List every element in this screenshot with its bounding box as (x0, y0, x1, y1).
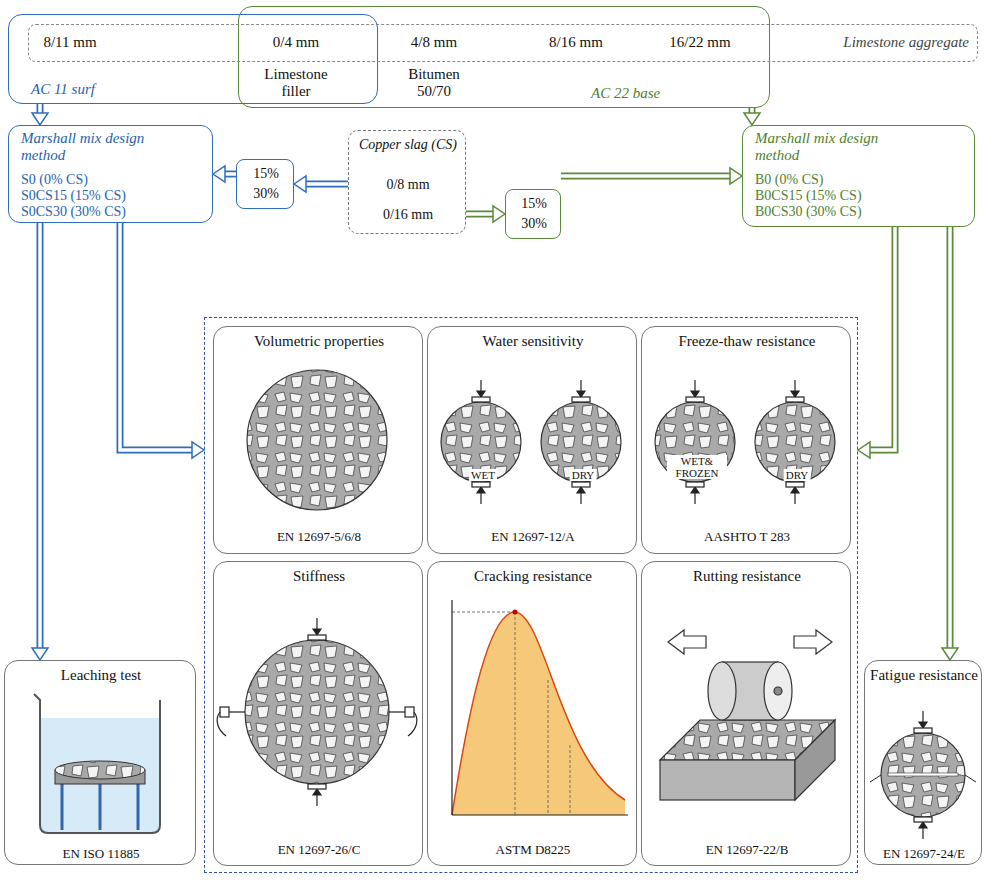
double-arrow (561, 168, 742, 184)
double-arrow (858, 227, 895, 458)
material-label: 0/4 mm (273, 34, 319, 51)
node-text: Cracking resistance (474, 568, 592, 585)
freeze-thaw-specimens (655, 380, 835, 504)
node-text: B0 (0% CS) (755, 172, 823, 188)
node-text: Limestone aggregate (843, 34, 969, 51)
material-label: Limestone filler (256, 66, 336, 100)
node-text: EN 12697-26/C (278, 842, 361, 857)
test-panel: Freeze-thaw resistanceWET& FROZEN DRY AASH… (641, 326, 851, 554)
process-box: Marshall mix design methodS0 (0% CS)S0CS… (8, 125, 213, 223)
test-panel: Stiffness EN 12697-26/C (213, 561, 423, 866)
node-text: EN 12697-12/A (491, 529, 574, 544)
node-text: Fatigue resistance (869, 667, 979, 684)
node-text: 30% (521, 216, 547, 232)
node-text: AC 22 base (591, 85, 660, 102)
node-text: Copper slag (CS) (358, 137, 458, 153)
node-text: ASTM D8225 (496, 842, 571, 857)
node-text: WET (469, 469, 497, 481)
node-text: 0/8 mm (386, 177, 429, 193)
leaching-beaker (34, 694, 160, 833)
water-sensitivity-specimens (441, 380, 621, 504)
material-label: 16/22 mm (669, 34, 730, 51)
node-text: Marshall mix design method (21, 130, 171, 164)
node-text: 15% (521, 196, 547, 212)
node-text: Freeze-thaw resistance (678, 333, 815, 350)
node-text: EN 12697-5/6/8 (277, 529, 361, 544)
node-text: Water sensitivity (483, 333, 584, 350)
node-text: EN ISO 11885 (63, 846, 140, 861)
test-panel: Leaching test EN ISO 11885 (4, 660, 196, 865)
material-label: Bitumen 50/70 (394, 66, 474, 100)
material-label: 4/8 mm (411, 34, 457, 51)
material-label: 8/11 mm (43, 34, 96, 51)
node-text: AASHTO T 283 (704, 529, 790, 544)
node-text: EN 12697-22/B (706, 842, 789, 857)
node-text: 15% (253, 166, 279, 182)
ratio-box: 15%30% (505, 189, 561, 239)
node-text: DRY (570, 469, 597, 481)
load-displacement-chart (452, 600, 628, 815)
test-panel: Rutting resistance EN 12697-22/B (641, 561, 851, 866)
double-arrow (32, 223, 48, 660)
material-label: 8/16 mm (549, 34, 603, 51)
node-text: AC 11 surf (31, 81, 95, 98)
node-text: B0CS15 (15% CS) (755, 188, 862, 204)
rounded-group-box: AC 22 base (238, 6, 770, 108)
volumetric-specimen (247, 370, 387, 510)
double-arrow (942, 227, 958, 660)
node-text: S0 (0% CS) (21, 172, 88, 188)
test-group-box: Volumetric properties EN 12697-5/6/8 Water… (204, 317, 858, 873)
rounded-group-box: AC 11 surf (8, 14, 378, 104)
rutting-slab-and-wheel (660, 630, 835, 800)
node-text: Leaching test (61, 667, 141, 684)
node-text: WET& FROZEN (667, 455, 727, 479)
node-text: EN 12697-24/E (883, 846, 965, 861)
double-arrow (466, 206, 505, 222)
node-text: S0CS30 (30% CS) (21, 204, 126, 220)
test-panel: Cracking resistanceASTM D8225 (427, 561, 637, 866)
double-arrow (744, 108, 760, 125)
node-text: Marshall mix design method (755, 130, 905, 164)
fatigue-specimen (870, 711, 976, 839)
node-text: Rutting resistance (693, 568, 801, 585)
double-arrow (213, 166, 236, 182)
node-text: B0CS30 (30% CS) (755, 204, 862, 220)
node-text: 0/16 mm (383, 207, 433, 223)
ratio-box: 15%30% (236, 159, 294, 209)
test-panel: Volumetric properties EN 12697-5/6/8 (213, 326, 423, 554)
node-text: 30% (253, 186, 279, 202)
material-box: Copper slag (CS) 0/8 mm 0/16 mm (348, 130, 466, 234)
double-arrow (32, 104, 48, 125)
double-arrow (294, 176, 348, 192)
stiffness-specimen (217, 618, 417, 806)
double-arrow (120, 223, 204, 458)
dashed-group-box: Limestone aggregate (28, 24, 978, 62)
node-text: DRY (784, 469, 811, 481)
node-text: Stiffness (293, 568, 345, 585)
process-box: Marshall mix design methodB0 (0% CS)B0CS… (742, 125, 975, 227)
node-text: S0CS15 (15% CS) (21, 188, 126, 204)
test-panel: Fatigue resistance EN 12697-24/E (864, 660, 982, 865)
test-panel: Water sensitivityWET DRY EN 12697-12/A (427, 326, 637, 554)
node-text: Volumetric properties (254, 333, 384, 350)
